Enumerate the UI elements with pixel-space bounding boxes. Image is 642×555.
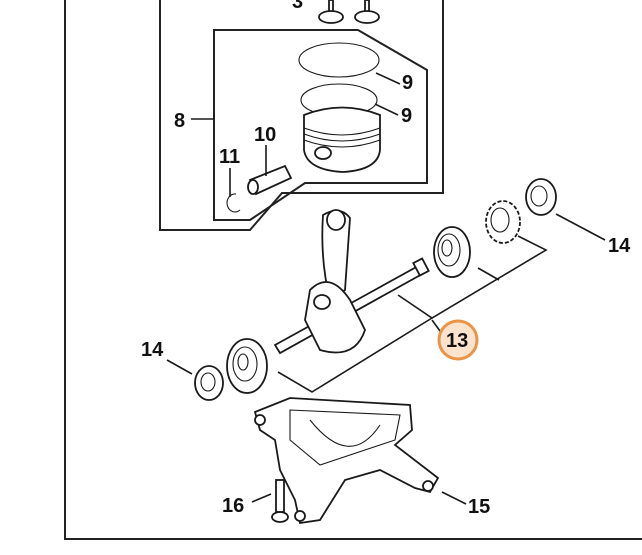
label-14-right[interactable]: 14 — [608, 235, 631, 257]
pinion-gear — [485, 200, 521, 244]
label-9-lower[interactable]: 9 — [401, 105, 412, 127]
label-13[interactable]: 13 — [446, 330, 468, 352]
oil-seal-right — [525, 178, 557, 216]
crankcase — [253, 397, 440, 525]
piston — [303, 106, 381, 173]
piston-pin — [247, 164, 293, 196]
label-11[interactable]: 11 — [219, 146, 240, 168]
oil-seal-left — [194, 365, 224, 401]
outer-frame — [64, 0, 642, 540]
label-3[interactable]: 3 — [292, 0, 303, 13]
group-box-8 — [213, 29, 428, 221]
valves — [318, 0, 380, 24]
label-14-left[interactable]: 14 — [141, 339, 164, 361]
label-10[interactable]: 10 — [254, 124, 276, 146]
screw — [271, 479, 289, 523]
label-16[interactable]: 16 — [222, 495, 244, 517]
label-15[interactable]: 15 — [468, 496, 490, 518]
crankshaft — [273, 209, 430, 355]
label-8[interactable]: 8 — [174, 110, 185, 132]
circlip — [226, 193, 241, 213]
group-box-3 — [159, 0, 444, 231]
bearing-left — [226, 338, 268, 394]
leader-lines — [166, 72, 606, 505]
bearing-right — [433, 226, 471, 278]
label-13-callout[interactable]: 13 — [437, 319, 479, 361]
callout-badge — [437, 319, 479, 361]
label-9-upper[interactable]: 9 — [402, 72, 413, 94]
piston-rings — [298, 42, 380, 117]
